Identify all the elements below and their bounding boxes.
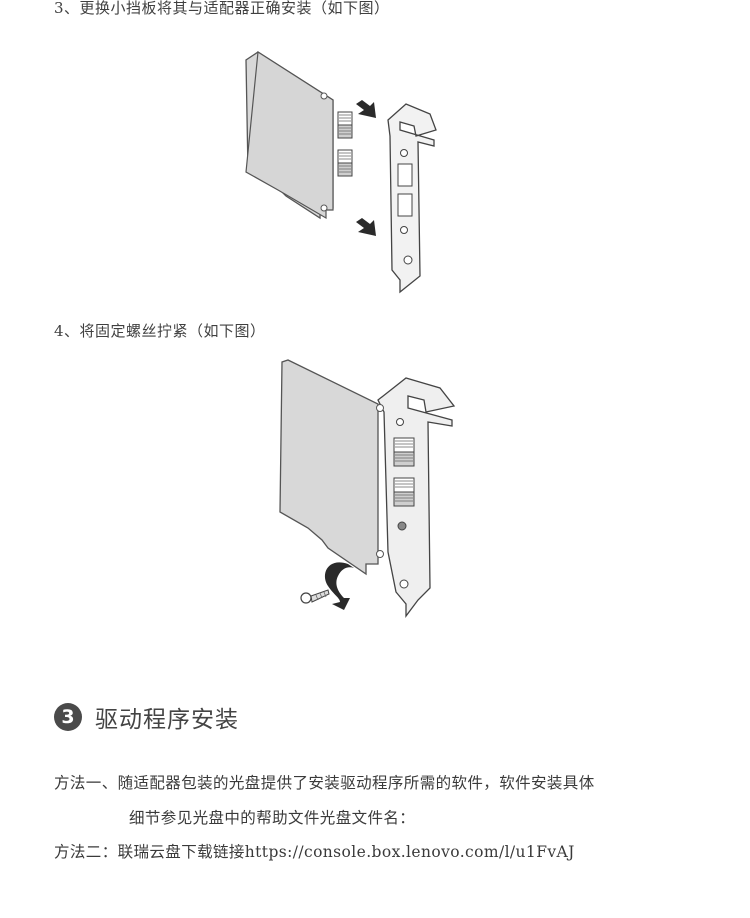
- method-1-line-1: 方法一、随适配器包装的光盘提供了安装驱动程序所需的软件，软件安装具体: [54, 774, 595, 792]
- insert-arrow-upper: [356, 100, 376, 118]
- sfp-port-upper: [337, 111, 353, 139]
- sfp-port-lower: [393, 477, 415, 507]
- screw: [300, 589, 330, 604]
- step-4-instruction: 4、将固定螺丝拧紧（如下图）: [54, 322, 266, 340]
- method-1-line-2: 细节参见光盘中的帮助文件光盘文件名：: [129, 809, 416, 827]
- step-3-instruction: 3、更换小挡板将其与适配器正确安装（如下图）: [54, 0, 390, 17]
- circuit-board-notch: [245, 50, 334, 220]
- section-header: 3 驱动程序安装: [54, 701, 239, 733]
- section-number-badge: 3: [54, 703, 82, 731]
- sfp-port-lower: [337, 149, 353, 177]
- rotation-arrow: [324, 562, 354, 610]
- bracket-replacement-illustration: [245, 50, 437, 294]
- circuit-board: [279, 359, 379, 576]
- installed-bracket: [376, 377, 456, 618]
- section-title: 驱动程序安装: [95, 707, 239, 733]
- screw-tightening-illustration: [279, 359, 456, 618]
- sfp-port-upper: [393, 437, 415, 467]
- insert-arrow-lower: [356, 218, 376, 236]
- board-hole: [320, 204, 328, 212]
- method-2-download-link: 方法二：联瑞云盘下载链接https://console.box.lenovo.c…: [54, 843, 575, 861]
- low-profile-bracket: [387, 103, 437, 294]
- board-hole: [320, 92, 328, 100]
